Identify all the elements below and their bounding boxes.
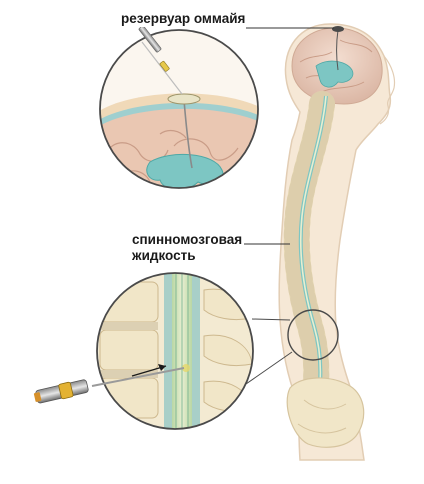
magnifier-marker — [287, 309, 339, 361]
label-cerebrospinal-fluid: спинномозговая жидкость — [130, 232, 245, 264]
pelvis — [286, 377, 365, 448]
label-ommaya-reservoir: резервуар оммайя — [119, 11, 248, 27]
spine — [283, 91, 335, 423]
label-csf-line2: жидкость — [132, 248, 196, 263]
head-brain — [291, 26, 383, 105]
magnified-spine — [33, 272, 254, 430]
label-csf-line1: спинномозговая — [132, 232, 243, 247]
needle-icon — [33, 367, 185, 404]
arrow-icon — [131, 364, 167, 377]
magnified-brain — [99, 25, 259, 189]
syringe-icon — [138, 25, 183, 95]
